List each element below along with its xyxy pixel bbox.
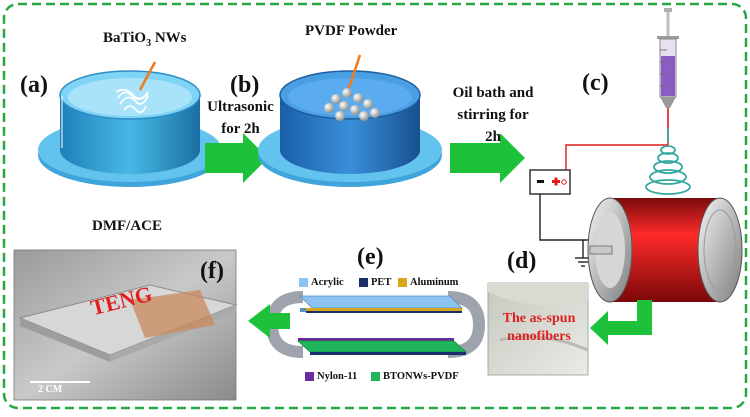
negative-wire [539, 194, 595, 241]
legend-aluminum: Aluminum [410, 277, 459, 288]
nanowires-icon [115, 88, 149, 114]
panel-label-d: (d) [507, 248, 537, 274]
arrow-a-b [205, 133, 268, 183]
aluminum-swatch [398, 278, 407, 287]
syringe-icon [657, 8, 679, 127]
positive-wire [565, 127, 669, 170]
powder-pointer [347, 54, 362, 89]
pvdf-label: PVDF Powder [305, 23, 398, 39]
pvdf-powder-icon [324, 88, 380, 121]
btonws-swatch [371, 372, 380, 381]
outer-frame [2, 2, 748, 410]
solvent-label: DMF/ACE [92, 218, 162, 234]
arrow-c-d [590, 300, 652, 345]
pet-swatch [359, 278, 368, 287]
panel-label-c: (c) [582, 70, 609, 96]
scale-label: 2 CM [38, 384, 63, 395]
nanofiber-text: The as-spun nanofibers [502, 311, 576, 344]
acrylic-swatch [299, 278, 308, 287]
panel-label-a: (a) [20, 72, 48, 98]
collector-drum [587, 197, 743, 303]
teng-schematic [265, 291, 486, 358]
photo-f [13, 249, 238, 401]
legend-btonws: BTONWs-PVDF [383, 371, 459, 382]
legend-acrylic: Acrylic [311, 277, 344, 288]
panel-label-f: (f) [200, 258, 224, 284]
arrow-e-f [248, 304, 290, 338]
dish-a [38, 70, 222, 187]
legend-cubes [299, 278, 407, 381]
legend-pet: PET [371, 277, 392, 288]
ultrasonic-step: Ultrasonic for 2h [207, 99, 274, 137]
batio3-label: BaTiO3 NWs [103, 30, 187, 49]
legend-nylon: Nylon-11 [317, 371, 358, 382]
photo-d [487, 282, 589, 376]
dish-b [258, 70, 442, 187]
panel-label-b: (b) [230, 72, 260, 98]
arrow-b-c [450, 133, 525, 183]
oil-bath-step: Oil bath and stirring for 2h [452, 85, 534, 145]
nanowire-pointer [138, 61, 157, 91]
jet-spiral [645, 128, 691, 195]
nylon-swatch [305, 372, 314, 381]
power-supply [529, 169, 571, 195]
panel-label-e: (e) [357, 244, 384, 270]
